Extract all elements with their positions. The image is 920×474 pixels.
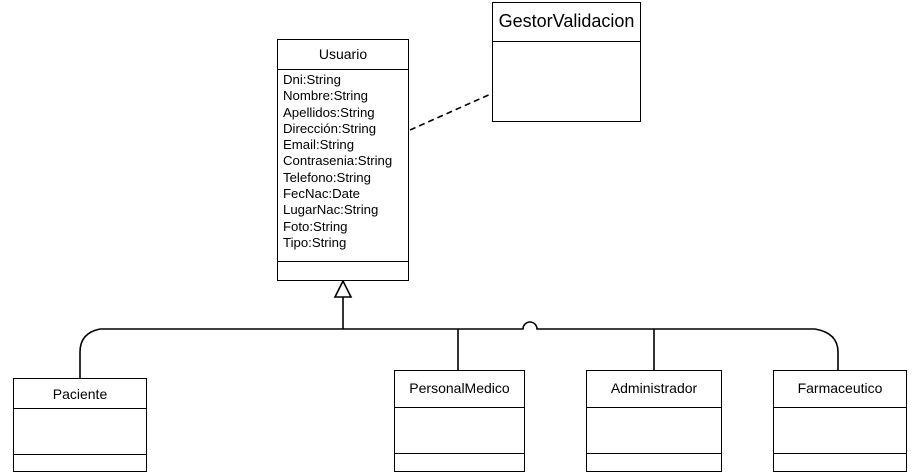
class-administrador[interactable]: Administrador [586,370,722,472]
class-farmaceutico-name: Farmaceutico [774,371,906,408]
attribute-dni: Dni:String [283,72,341,87]
class-personal-medico[interactable]: PersonalMedico [394,370,525,472]
class-paciente-name: Paciente [14,379,146,409]
attribute-telefono: Telefono:String [283,169,371,185]
attribute-email: Email:String [283,137,355,153]
attribute-direccion: Dirección:String [283,120,377,136]
attribute-fecnac: FecNac:Date [283,186,360,202]
attribute-tipo: Tipo:String [283,234,347,250]
class-usuario-attributes: Dni:String Nombre:String Apellidos:Strin… [278,70,408,262]
inheritance-triangle-icon [333,279,353,298]
class-usuario[interactable]: Usuario Dni:String Nombre:String Apellid… [277,39,409,281]
class-farmaceutico[interactable]: Farmaceutico [773,370,907,472]
class-administrador-name: Administrador [587,371,721,408]
class-personal-medico-attributes [395,408,524,454]
class-paciente[interactable]: Paciente [13,378,147,472]
generalization-bus [100,321,815,330]
class-paciente-attributes [14,409,146,455]
attribute-apellidos: Apellidos:String [283,104,375,120]
class-personal-medico-name: PersonalMedico [395,371,524,408]
class-gestor-validacion[interactable]: GestorValidacion [492,2,641,122]
class-usuario-name: Usuario [278,40,408,70]
class-gestor-validacion-name: GestorValidacion [493,3,640,42]
attribute-nombre: Nombre:String [283,88,369,104]
attribute-lugarnac: LugarNac:String [283,202,379,218]
connector-farmaceutico [814,328,839,370]
class-administrador-attributes [587,408,721,454]
attribute-contrasenia: Contrasenia:String [283,153,393,169]
attribute-foto: Foto:String [283,218,348,234]
class-farmaceutico-attributes [774,408,906,454]
association-dashed-line [409,92,494,131]
connector-paciente [79,328,101,378]
